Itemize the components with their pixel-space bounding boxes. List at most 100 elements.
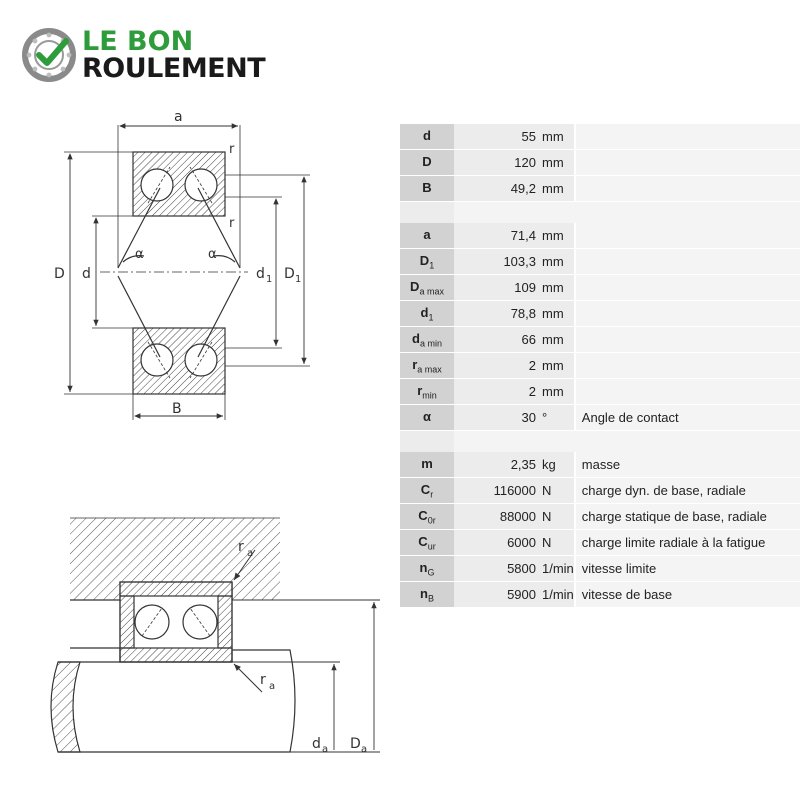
spec-unit: N [540,503,575,530]
spec-description: Angle de contact [573,404,800,431]
spec-description [573,274,800,301]
spec-symbol: Cur [400,529,454,556]
spec-unit: mm [540,149,575,176]
spec-symbol: D1 [400,248,454,275]
spec-symbol: d [400,124,454,150]
spec-symbol: a [400,223,454,249]
spec-value: 71,4 [454,223,540,249]
spec-unit: ° [540,404,575,431]
spec-group-separator [400,430,800,452]
spec-description [573,149,800,176]
label-d1: d [256,266,265,282]
spec-description: charge statique de base, radiale [573,503,800,530]
spec-description [573,223,800,249]
label-da: d [312,736,321,752]
spec-unit: mm [540,352,575,379]
spec-value: 6000 [454,529,540,556]
label-r-mid: r [229,216,235,231]
label-D1: D [284,266,295,282]
spec-unit: kg [540,452,575,478]
label-D: D [54,266,65,282]
spec-description [573,124,800,150]
spec-symbol: rmin [400,378,454,405]
spec-symbol: nG [400,555,454,582]
spec-value: 2 [454,352,540,379]
spec-value: 78,8 [454,300,540,327]
spec-unit: mm [540,378,575,405]
spec-description: charge dyn. de base, radiale [573,477,800,504]
spec-unit: mm [540,248,575,275]
spec-unit: mm [540,274,575,301]
spec-value: 5800 [454,555,540,582]
spec-description [573,326,800,353]
spec-symbol: Da max [400,274,454,301]
spec-symbol: m [400,452,454,478]
spec-value: 116000 [454,477,540,504]
label-ra-bottom-sub: a [269,681,275,692]
label-Da: D [350,736,361,752]
spec-value: 120 [454,149,540,176]
bearing-mounting-view [50,517,380,753]
label-da-sub: a [322,744,328,755]
spec-description [573,175,800,202]
spec-description [573,352,800,379]
spec-description [573,248,800,275]
spec-unit: 1/min [540,555,575,582]
spec-unit: mm [540,124,575,150]
spec-value: 30 [454,404,540,431]
label-r-top: r [229,142,235,157]
label-a: a [174,109,183,125]
spec-symbol: nB [400,581,454,608]
spec-value: 49,2 [454,175,540,202]
spec-unit: N [540,477,575,504]
label-ra-bottom: r [260,672,266,688]
spec-value: 2 [454,378,540,405]
label-ra-top: r [238,539,244,555]
spec-group-separator [400,201,800,223]
spec-description: masse [573,452,800,478]
spec-symbol: α [400,404,454,431]
brand-line-1: LE BON [82,26,194,57]
bearing-section-view [64,123,310,420]
label-alpha-left: α [135,247,144,262]
spec-description: charge limite radiale à la fatigue [573,529,800,556]
label-ra-top-sub: a [247,548,253,559]
spec-description [573,300,800,327]
spec-symbol: ra max [400,352,454,379]
spec-value: 5900 [454,581,540,608]
spec-value: 55 [454,124,540,150]
label-d1-sub: 1 [266,274,272,285]
brand-logo[interactable]: LE BON ROULEMENT [22,26,302,86]
spec-unit: mm [540,300,575,327]
spec-symbol: da min [400,326,454,353]
spec-symbol: C0r [400,503,454,530]
spec-value: 88000 [454,503,540,530]
spec-unit: mm [540,175,575,202]
spec-description: vitesse limite [573,555,800,582]
label-Da-sub: a [361,744,367,755]
spec-symbol: B [400,175,454,202]
spec-unit: N [540,529,575,556]
spec-unit: mm [540,326,575,353]
spec-value: 103,3 [454,248,540,275]
bearing-check-icon [22,28,76,82]
bearing-technical-drawing: a r r α α D d d 1 D 1 B [50,109,380,755]
spec-description: vitesse de base [573,581,800,608]
spec-symbol: D [400,149,454,176]
